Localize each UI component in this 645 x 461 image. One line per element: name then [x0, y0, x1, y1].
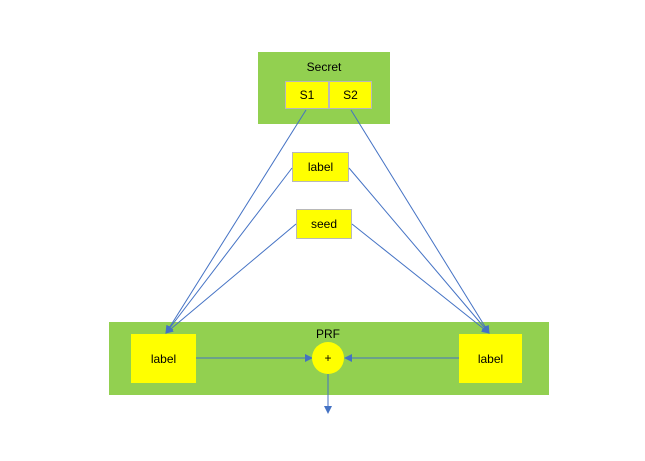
s2-box: S2 — [329, 81, 372, 109]
arrow-seed-to-right-label — [351, 223, 490, 334]
secret-title: Secret — [306, 60, 342, 74]
prf-title: PRF — [316, 327, 340, 341]
label-box-right: label — [459, 334, 522, 383]
plus-circle: + — [312, 342, 344, 374]
seed-box: seed — [296, 209, 352, 239]
arrow-s2-to-right-label — [350, 109, 490, 334]
s1-box: S1 — [285, 81, 329, 109]
label-box-middle: label — [292, 152, 349, 182]
arrow-label-to-left-label — [165, 167, 293, 334]
arrow-label-to-right-label — [348, 167, 490, 334]
arrow-seed-to-left-label — [165, 223, 297, 334]
label-box-left: label — [131, 334, 196, 383]
arrow-s1-to-left-label — [165, 109, 307, 334]
